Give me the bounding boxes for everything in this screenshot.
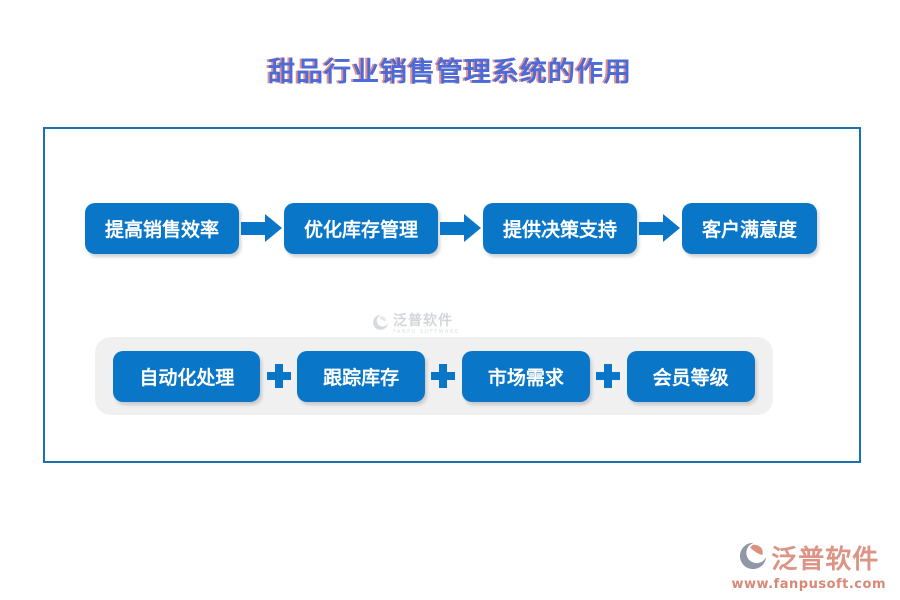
arrow-right-icon xyxy=(440,214,481,242)
center-watermark: 泛普软件 FANPU SOFTWARE xyxy=(372,314,460,335)
fanpu-logo-icon xyxy=(738,541,768,575)
plus-icon xyxy=(266,364,291,388)
watermark-subtext: FANPU SOFTWARE xyxy=(393,329,460,335)
flow-step-4: 客户满意度 xyxy=(682,202,818,254)
plus-icon xyxy=(596,364,621,388)
footer-logo: 泛普软件 www.fanpusoft.com xyxy=(731,539,886,592)
arrow-right-icon xyxy=(639,214,680,242)
feature-panel: 自动化处理 跟踪库存 市场需求 会员等级 xyxy=(95,337,773,415)
footer-url: www.fanpusoft.com xyxy=(731,577,886,592)
feature-item-4: 会员等级 xyxy=(626,350,755,402)
feature-item-2: 跟踪库存 xyxy=(297,350,426,402)
watermark-text: 泛普软件 FANPU SOFTWARE xyxy=(393,314,460,335)
plus-icon xyxy=(431,364,456,388)
feature-item-1: 自动化处理 xyxy=(113,350,261,402)
flow-row: 提高销售效率 优化库存管理 提供决策支持 客户满意度 xyxy=(85,202,818,254)
feature-item-3: 市场需求 xyxy=(461,350,590,402)
page-title: 甜品行业销售管理系统的作用 xyxy=(268,57,632,88)
footer-brand: 泛普软件 xyxy=(771,545,880,575)
fanpu-logo-icon xyxy=(372,314,389,335)
footer-logo-top: 泛普软件 xyxy=(738,539,879,576)
arrow-right-icon xyxy=(241,214,282,242)
watermark-brand: 泛普软件 xyxy=(393,313,453,329)
flow-step-1: 提高销售效率 xyxy=(85,202,240,254)
flow-step-2: 优化库存管理 xyxy=(284,202,439,254)
flow-step-3: 提供决策支持 xyxy=(483,202,638,254)
diagram-canvas: 提高销售效率 优化库存管理 提供决策支持 客户满意度 自动化处理 跟踪库存 市场… xyxy=(43,127,861,463)
